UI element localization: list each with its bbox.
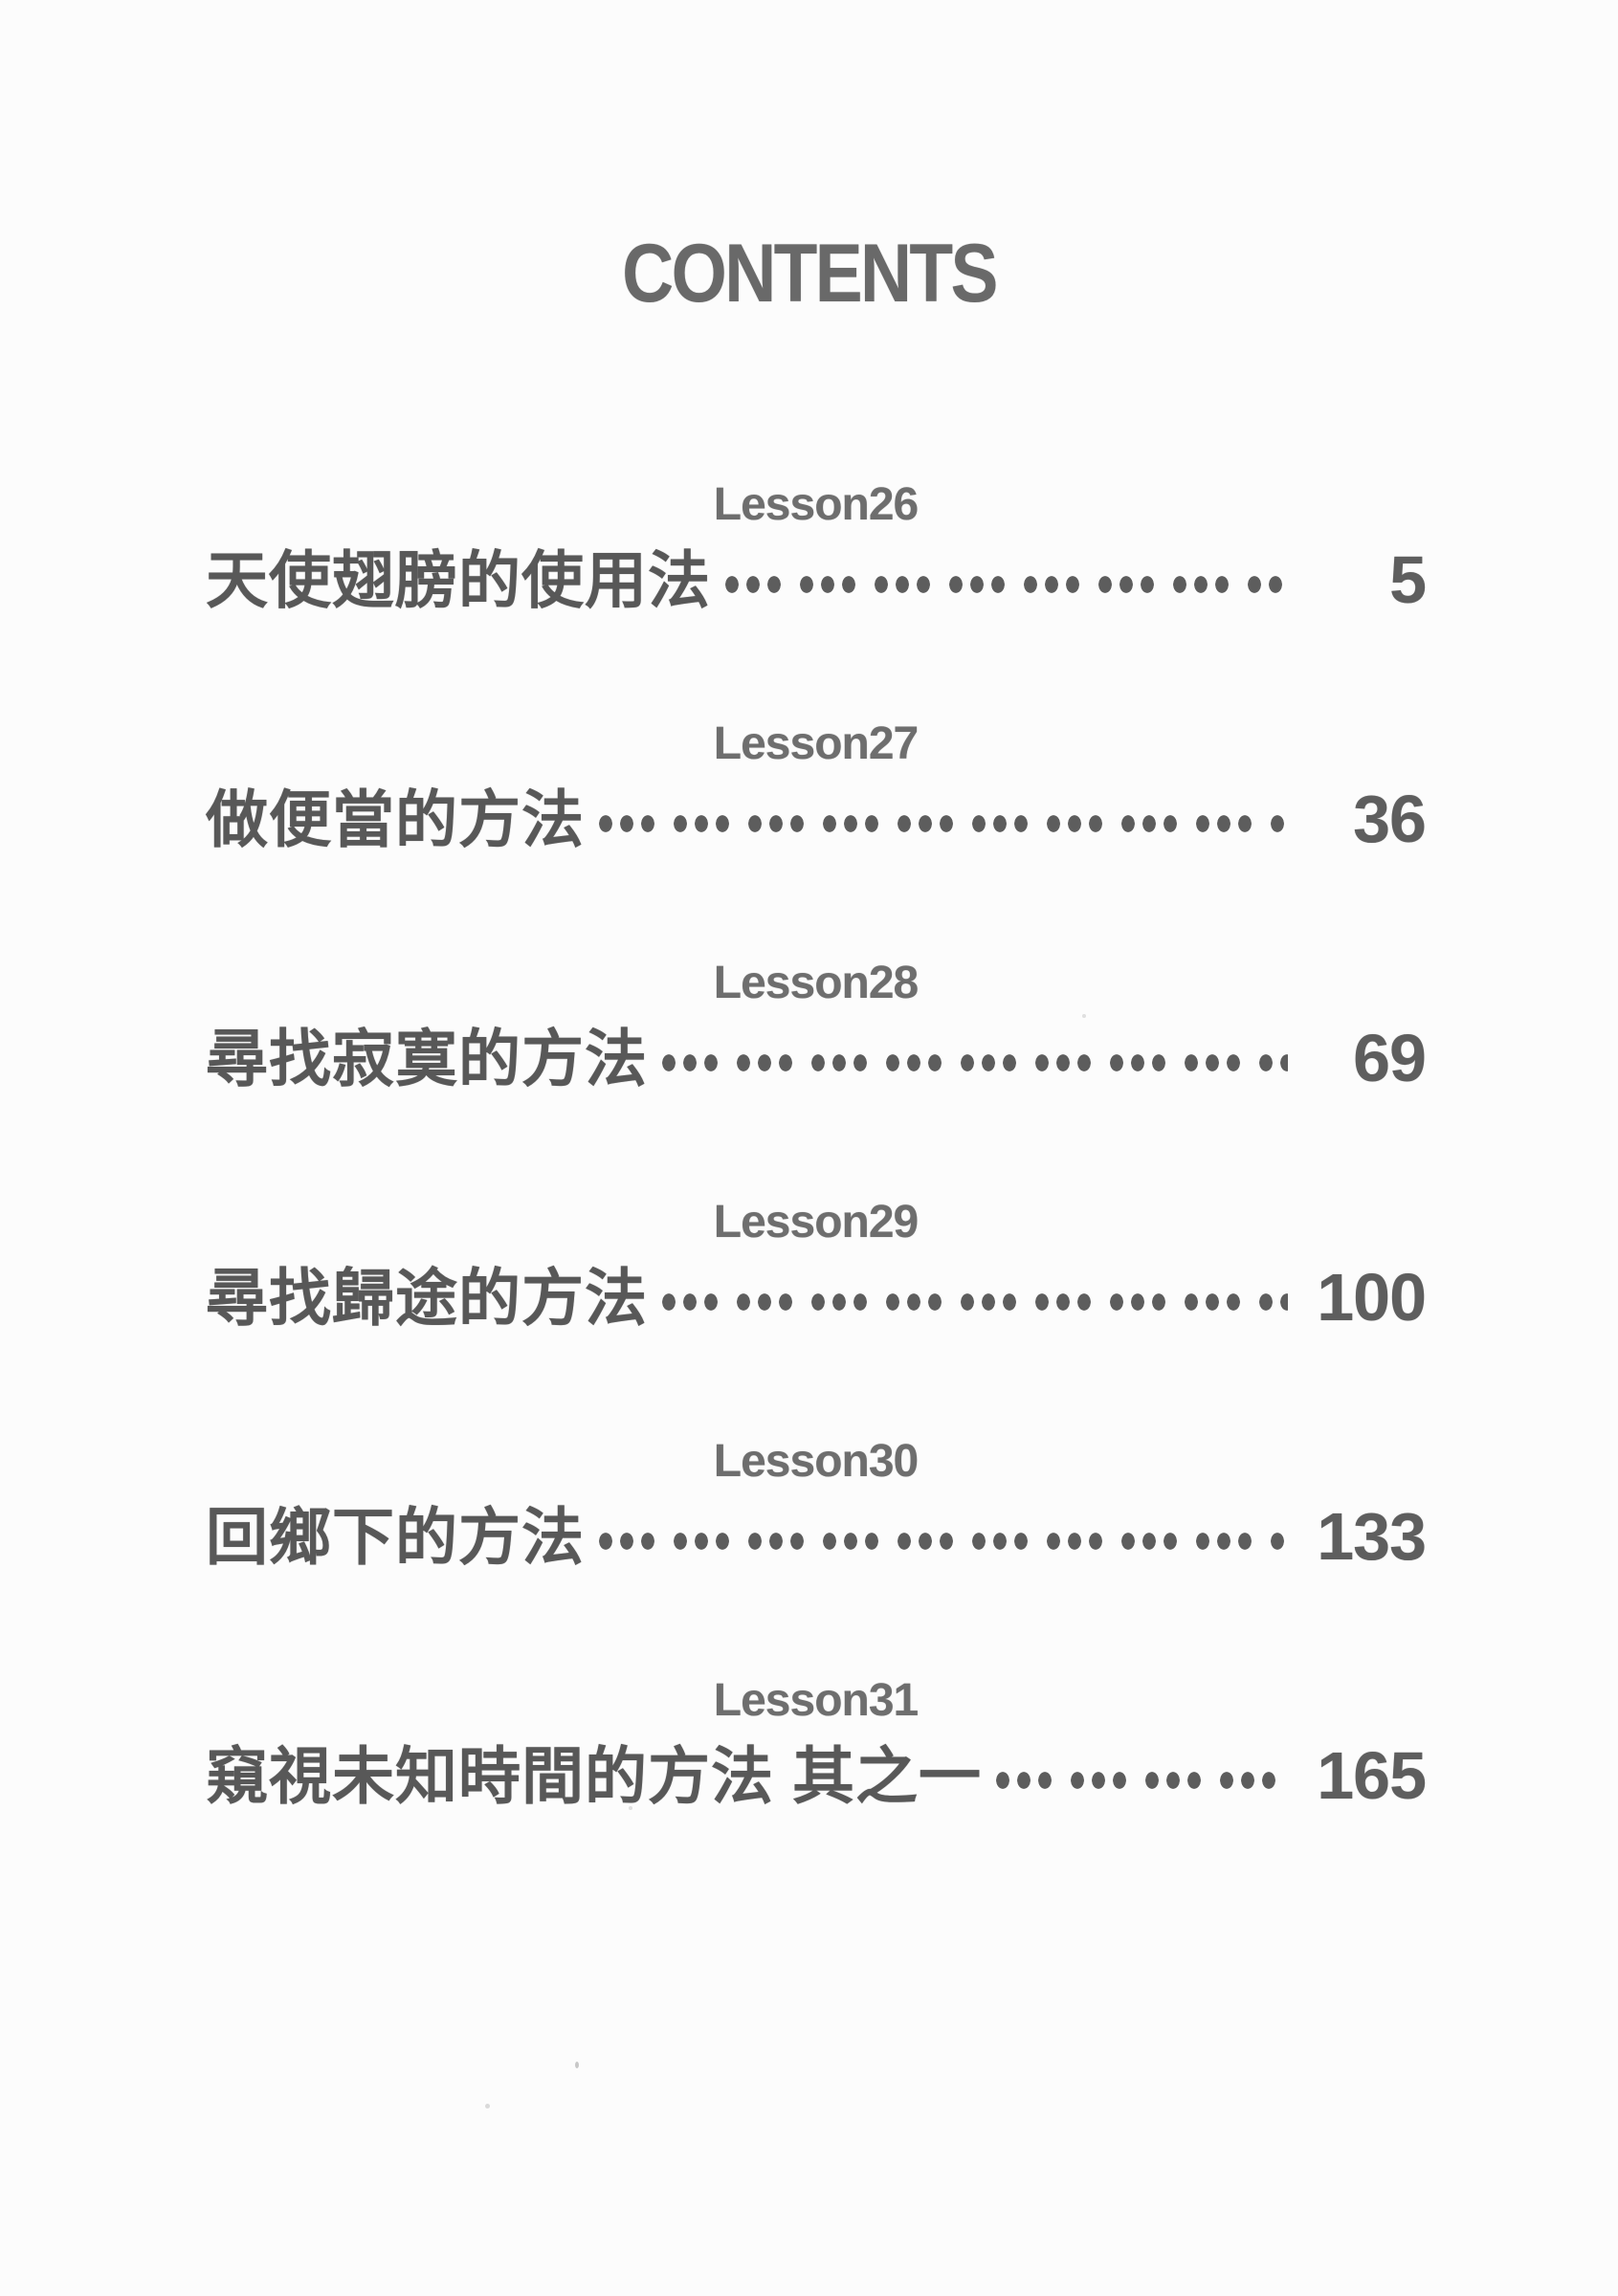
entry-title: 尋找歸途的方法 [206, 1262, 649, 1333]
page-number: 165 [1317, 1738, 1427, 1813]
entry-title: 尋找寂寞的方法 [206, 1023, 649, 1093]
dot-leader [724, 570, 1288, 599]
scan-speck [629, 1806, 632, 1810]
toc-entry-lesson26: Lesson26 天使翅膀的使用法 5 [206, 478, 1427, 718]
lesson-label: Lesson30 [713, 1436, 919, 1487]
dot-leader [598, 809, 1288, 838]
dot-leader [661, 1049, 1288, 1077]
page-number: 100 [1317, 1260, 1427, 1335]
lesson-label: Lesson28 [713, 958, 919, 1008]
dot-leader [995, 1766, 1288, 1795]
scan-speck [1082, 1014, 1086, 1018]
toc-entry-lesson27: Lesson27 做便當的方法 36 [206, 718, 1427, 957]
page-number: 36 [1353, 782, 1427, 856]
entry-title: 窺視未知時間的方法 其之一 [206, 1740, 983, 1811]
page-number: 133 [1317, 1499, 1427, 1574]
page-title-text: CONTENTS [622, 228, 998, 320]
page-title: CONTENTS [0, 232, 1618, 315]
table-of-contents: Lesson26 天使翅膀的使用法 5 Lesson27 做便當的方法 36 L… [206, 478, 1427, 1913]
lesson-label: Lesson26 [713, 479, 919, 530]
toc-entry-row: 尋找寂寞的方法 69 [206, 1020, 1427, 1096]
dot-leader [661, 1288, 1288, 1316]
dot-leader [598, 1527, 1288, 1556]
toc-entry-row: 回鄉下的方法 133 [206, 1498, 1427, 1575]
scan-speck [575, 2062, 579, 2068]
toc-entry-row: 做便當的方法 36 [206, 781, 1427, 857]
lesson-label: Lesson29 [713, 1197, 919, 1247]
toc-entry-row: 窺視未知時間的方法 其之一 165 [206, 1737, 1427, 1814]
toc-entry-row: 天使翅膀的使用法 5 [206, 541, 1427, 618]
lesson-label: Lesson31 [713, 1675, 919, 1726]
entry-title: 天使翅膀的使用法 [206, 544, 712, 615]
page-number: 69 [1353, 1021, 1427, 1095]
entry-title: 回鄉下的方法 [206, 1501, 586, 1572]
page-number: 5 [1389, 542, 1427, 617]
toc-entry-lesson29: Lesson29 尋找歸途的方法 100 [206, 1196, 1427, 1435]
entry-title: 做便當的方法 [206, 784, 586, 854]
toc-entry-lesson28: Lesson28 尋找寂寞的方法 69 [206, 957, 1427, 1196]
scan-speck [485, 2104, 490, 2108]
toc-entry-lesson31: Lesson31 窺視未知時間的方法 其之一 165 [206, 1674, 1427, 1913]
toc-entry-row: 尋找歸途的方法 100 [206, 1259, 1427, 1336]
toc-entry-lesson30: Lesson30 回鄉下的方法 133 [206, 1435, 1427, 1674]
lesson-label: Lesson27 [713, 718, 919, 769]
